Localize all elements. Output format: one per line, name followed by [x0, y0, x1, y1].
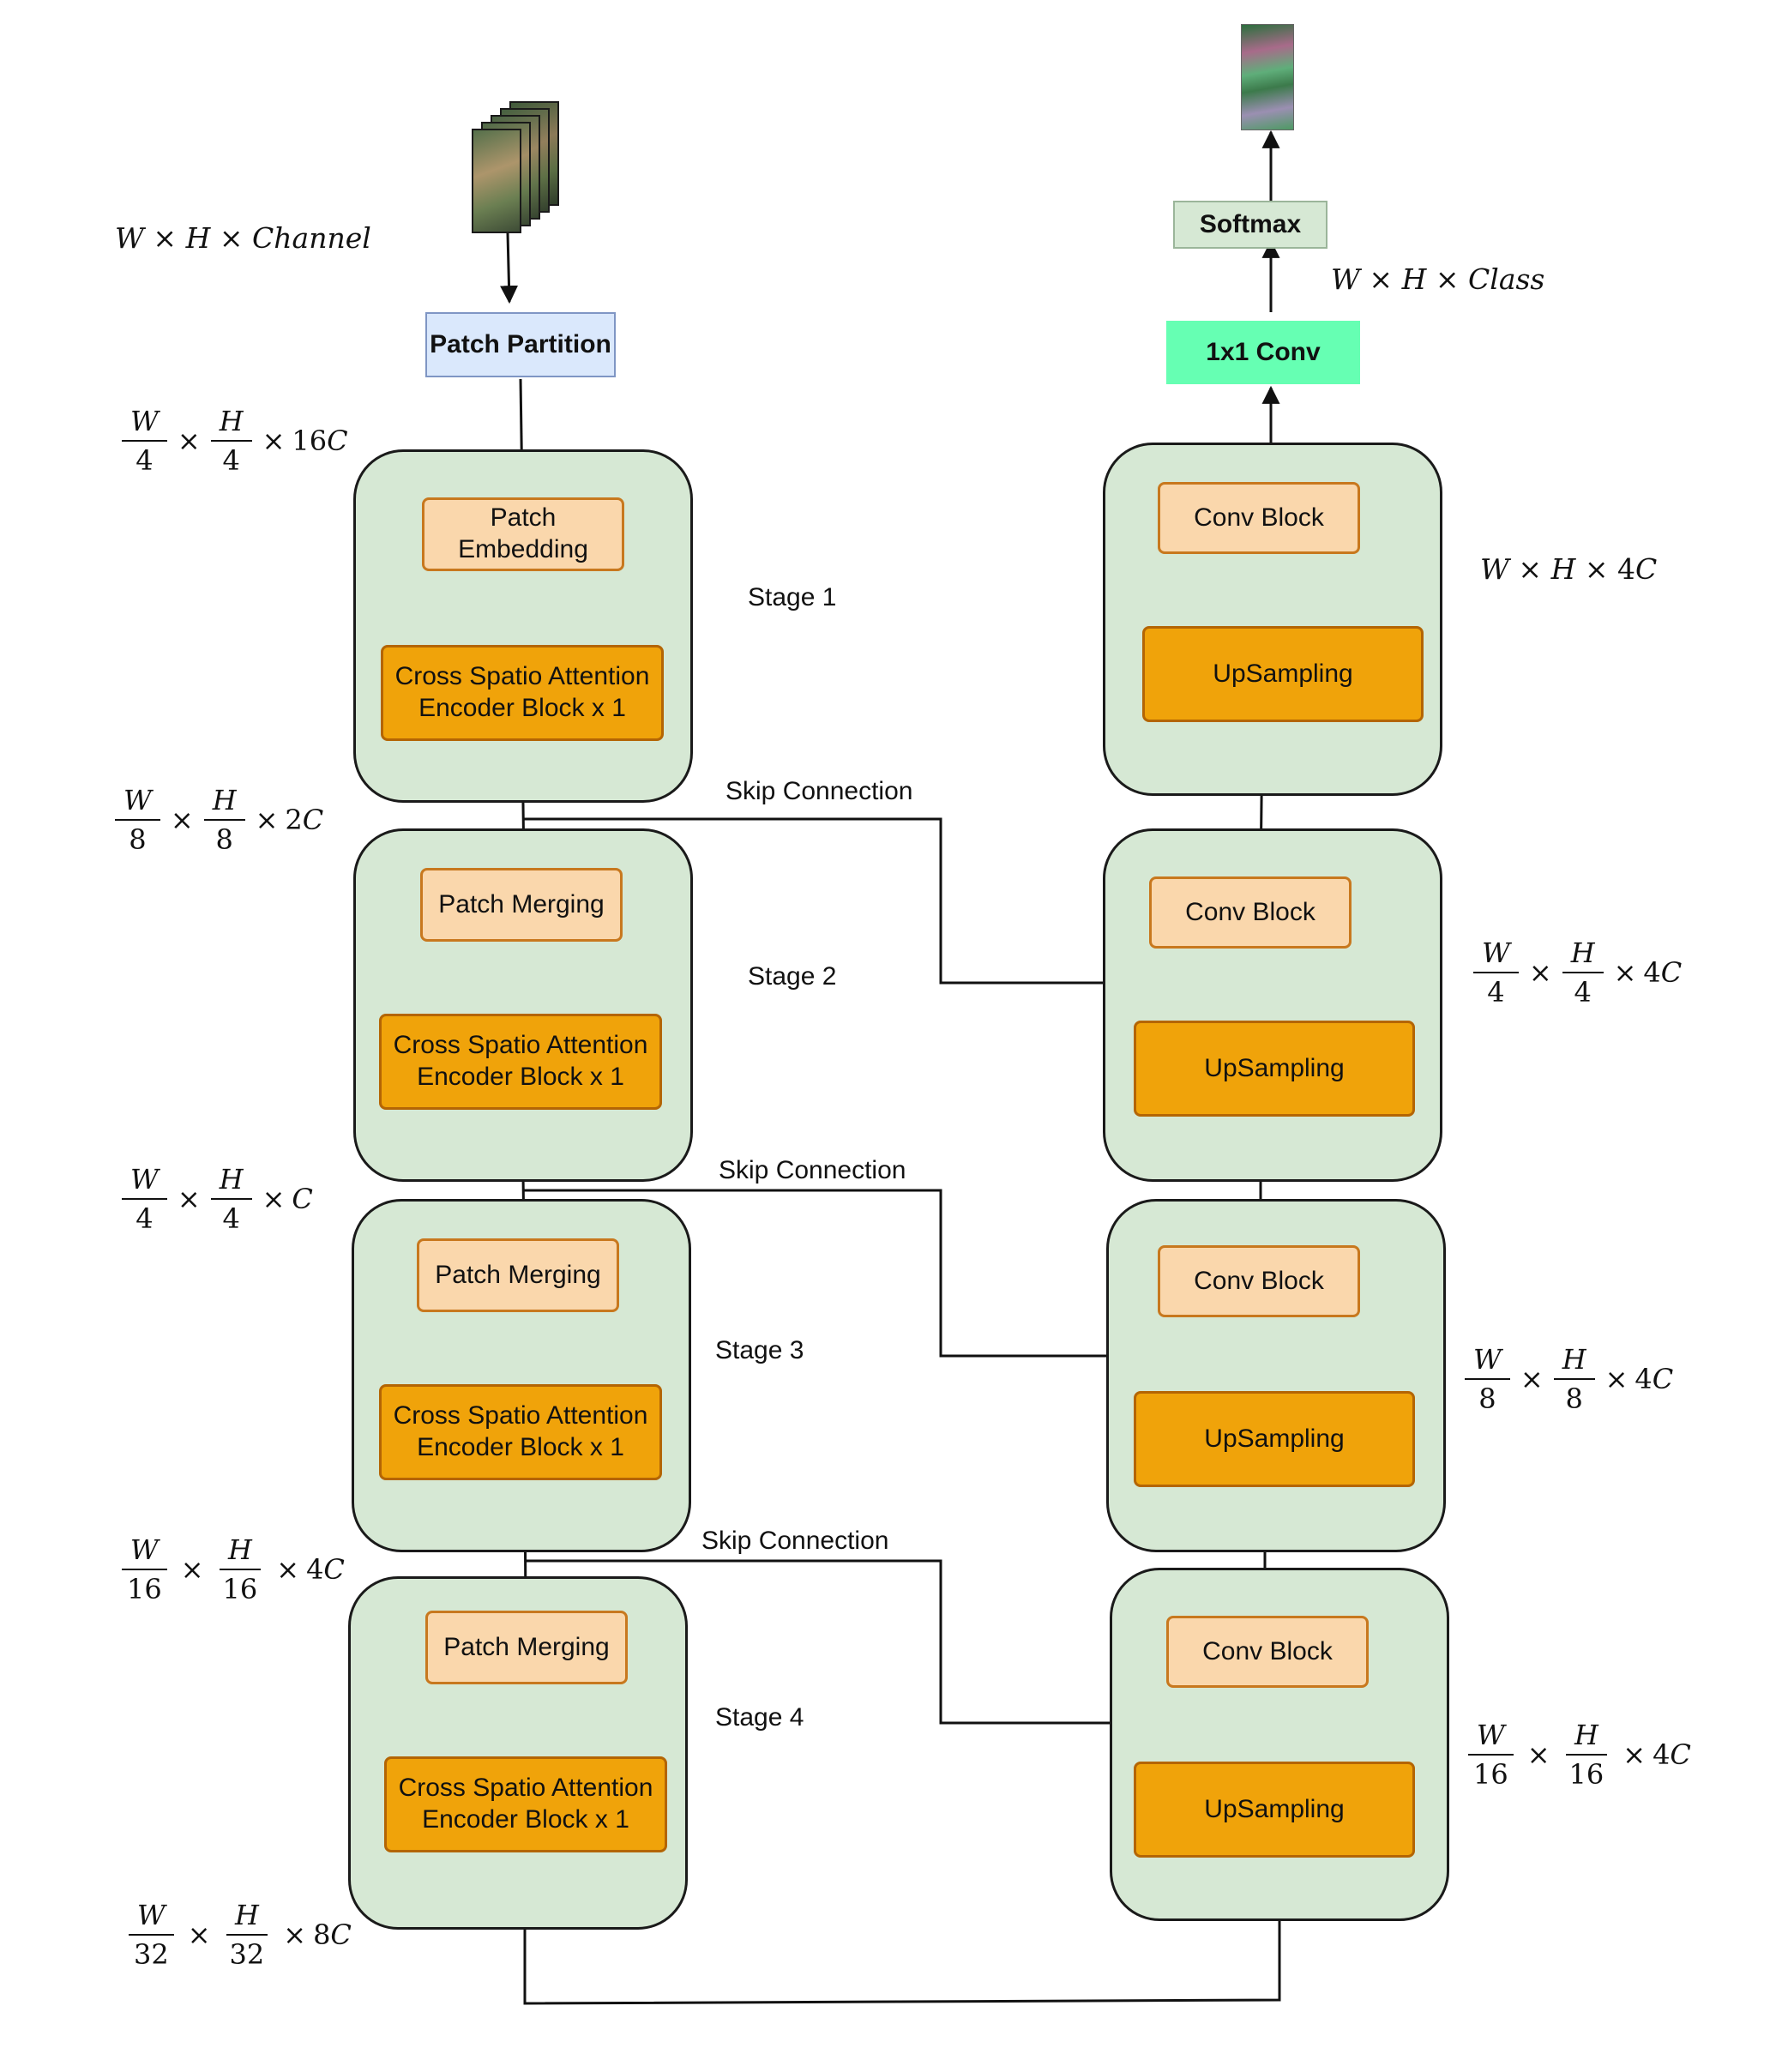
skip-connection-label-2: Skip Connection	[719, 1156, 906, 1184]
conv-block-4: Conv Block	[1166, 1616, 1369, 1688]
patch-merging-3: Patch Merging	[417, 1238, 619, 1312]
softmax-node: Softmax	[1173, 201, 1328, 249]
upsampling-4: UpSampling	[1134, 1762, 1415, 1858]
upsampling-3: UpSampling	[1134, 1391, 1415, 1487]
conv-block-2: Conv Block	[1149, 876, 1352, 949]
output-dimension-label: W × H × Class	[1331, 262, 1545, 296]
upsampling-2: UpSampling	[1134, 1021, 1415, 1117]
patch-merging-4: Patch Merging	[425, 1611, 628, 1684]
stage-label-1: Stage 1	[748, 583, 837, 611]
conv-1x1-node: 1x1 Conv	[1166, 321, 1360, 384]
encoder-block-4: Cross Spatio Attention Encoder Block x 1	[384, 1756, 667, 1852]
stage-label-4: Stage 4	[715, 1703, 804, 1732]
stage-label-3: Stage 3	[715, 1336, 804, 1364]
arrow-skip-connection-3	[525, 1559, 1266, 1732]
input-image-stack-icon	[472, 101, 566, 238]
encoder-block-1: Cross Spatio Attention Encoder Block x 1	[381, 645, 664, 741]
patch-embedding-node: Patch Embedding	[422, 497, 624, 571]
decoder-stage1-dimension-label: W × H × 4C	[1480, 552, 1658, 586]
upsampling-1: UpSampling	[1142, 626, 1424, 722]
arrow-input-to-partition	[500, 232, 519, 304]
input-dimension-label: W × H × Channel	[115, 221, 371, 255]
patch-partition-node: Patch Partition	[425, 312, 616, 377]
patch-merging-2: Patch Merging	[420, 868, 623, 942]
conv-block-1: Conv Block	[1158, 482, 1360, 554]
stage-label-2: Stage 2	[748, 962, 837, 991]
arrow-skip-connection-2	[522, 1189, 1266, 1365]
conv-block-3: Conv Block	[1158, 1245, 1360, 1317]
skip-connection-label-1: Skip Connection	[725, 777, 913, 805]
output-segmentation-image	[1241, 24, 1294, 130]
skip-connection-label-3: Skip Connection	[701, 1527, 889, 1555]
encoder-block-3: Cross Spatio Attention Encoder Block x 1	[379, 1384, 662, 1480]
arrow-skip-connection-1	[522, 817, 1266, 992]
encoder-block-2: Cross Spatio Attention Encoder Block x 1	[379, 1014, 662, 1110]
